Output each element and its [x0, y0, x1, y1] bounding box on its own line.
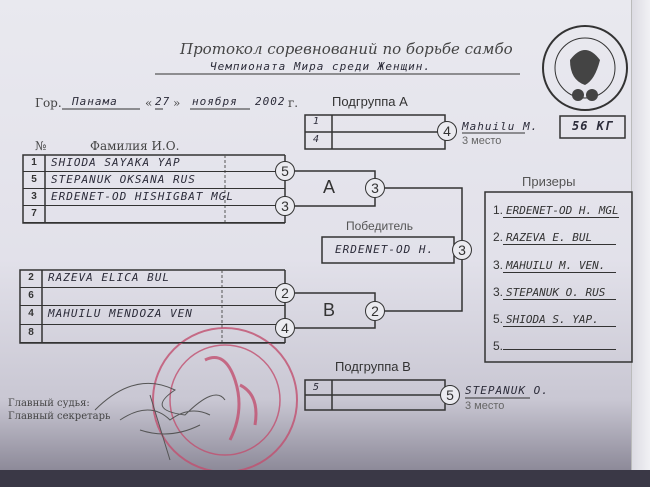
year-suffix: г.: [288, 96, 299, 110]
prizer-name: MAHUILU M. VEN.: [503, 259, 617, 273]
prizer-place: 5.: [493, 339, 504, 353]
subgroup-a-row-1: 1: [313, 116, 321, 127]
row-name: ERDENET-OD HISHIGBAT MGL: [51, 190, 234, 203]
signatures-scribble: [94, 382, 226, 461]
prizer-item: 1.ERDENET-OD H. MGL: [493, 203, 619, 218]
city-label: Гор.: [35, 96, 62, 110]
prizer-place: 1.: [493, 203, 504, 217]
chief-judge-label: Главный судья:: [8, 398, 90, 409]
group-a-final-circle: 3: [365, 178, 385, 198]
row-number: 4: [28, 308, 34, 319]
date-day: 27: [155, 95, 171, 108]
table-row: 8: [20, 325, 285, 343]
prizer-name: RAZEVA E. BUL: [503, 231, 617, 245]
table-row: 1 SHIODA SAYAKA YAP: [23, 155, 285, 172]
subgroup-b-label: Подгруппа В: [335, 359, 411, 374]
row-name: MAHUILU MENDOZA VEN: [48, 307, 193, 320]
prizer-item: 5.: [493, 339, 617, 353]
bout-a2-winner-circle: 3: [275, 196, 295, 216]
date-month: ноября: [192, 95, 238, 108]
bout-b1-winner-circle: 2: [275, 283, 295, 303]
row-number: 1: [31, 157, 37, 168]
bracket-lines: [19, 25, 633, 470]
subgroup-b-row-1: 5: [313, 382, 321, 393]
prizers-title: Призеры: [522, 174, 576, 189]
group-b-label: B: [323, 300, 336, 320]
prizer-place: 5.: [493, 312, 504, 326]
subgroup-a-winner-circle: 4: [437, 121, 457, 141]
row-number: 3: [31, 191, 37, 202]
prizer-name: [503, 349, 617, 350]
federation-stamp: [152, 327, 298, 470]
subgroup-a-place: 3 место: [462, 135, 502, 147]
bout-b2-winner-circle: 4: [275, 318, 295, 338]
subgroup-b-place: 3 место: [465, 400, 505, 412]
competition-name: Чемпионата Мира среди Женщин.: [210, 60, 432, 73]
prizer-item: 5.SHIODA S. YAP.: [493, 312, 617, 327]
table-row: 6: [20, 288, 285, 306]
row-number: 7: [31, 208, 37, 219]
group-b-final-circle: 2: [365, 301, 385, 321]
winner-circle: 3: [452, 240, 472, 260]
subgroup-a-label: Подгруппа А: [332, 94, 408, 109]
row-number: 5: [31, 174, 37, 185]
subgroup-b-winner: STEPANUK O.: [465, 384, 549, 397]
prizer-place: 3.: [493, 258, 504, 272]
date-open-quote: «: [145, 96, 153, 110]
row-name: SHIODA SAYAKA YAP: [51, 156, 181, 169]
protocol-title: Протокол соревнований по борьбе самбо: [180, 40, 513, 58]
prizer-place: 2.: [493, 230, 504, 244]
city-value: Панама: [72, 95, 118, 108]
subgroup-b-winner-circle: 5: [440, 385, 460, 405]
prizer-name: ERDENET-OD H. MGL: [503, 204, 619, 218]
subgroup-a-row-2: 4: [313, 134, 321, 145]
date-year: 2002: [255, 95, 286, 108]
row-number: 6: [28, 290, 34, 301]
fias-logo: [542, 25, 628, 111]
prizer-item: 3.MAHUILU M. VEN.: [493, 258, 617, 273]
table-row: 3 ERDENET-OD HISHIGBAT MGL: [23, 189, 285, 206]
prizer-name: SHIODA S. YAP.: [503, 313, 617, 327]
row-name: RAZEVA ELICA BUL: [48, 271, 170, 284]
group-a-label: A: [323, 177, 336, 197]
prizer-item: 3.STEPANUK O. RUS: [493, 285, 617, 300]
prizer-place: 3.: [493, 285, 504, 299]
prizers-list: 1.ERDENET-OD H. MGL 2.RAZEVA E. BUL 3.MA…: [485, 192, 632, 362]
number-column-header: №: [35, 139, 47, 153]
winner-label: Победитель: [346, 219, 414, 233]
prizer-item: 2.RAZEVA E. BUL: [493, 230, 617, 245]
row-name: STEPANUK OKSANA RUS: [51, 173, 196, 186]
name-column-header: Фамилия И.О.: [90, 139, 180, 153]
table-row: 2 RAZEVA ELICA BUL: [20, 270, 285, 288]
table-row: 4 MAHUILU MENDOZA VEN: [20, 306, 285, 325]
winner-name: ERDENET-OD H.: [335, 243, 435, 256]
protocol-sheet: Протокол соревнований по борьбе самбо Че…: [0, 0, 650, 470]
chief-secretary-label: Главный секретарь: [8, 411, 111, 422]
weight-class: 56 КГ: [572, 119, 614, 133]
subgroup-a-winner: Mahuilu M.: [462, 120, 539, 133]
date-close-quote: »: [173, 96, 181, 110]
row-number: 8: [28, 327, 34, 338]
bout-a1-winner-circle: 5: [275, 161, 295, 181]
row-number: 2: [28, 272, 34, 283]
prizer-name: STEPANUK O. RUS: [503, 286, 617, 300]
table-row: 7: [23, 206, 285, 223]
table-row: 5 STEPANUK OKSANA RUS: [23, 172, 285, 189]
